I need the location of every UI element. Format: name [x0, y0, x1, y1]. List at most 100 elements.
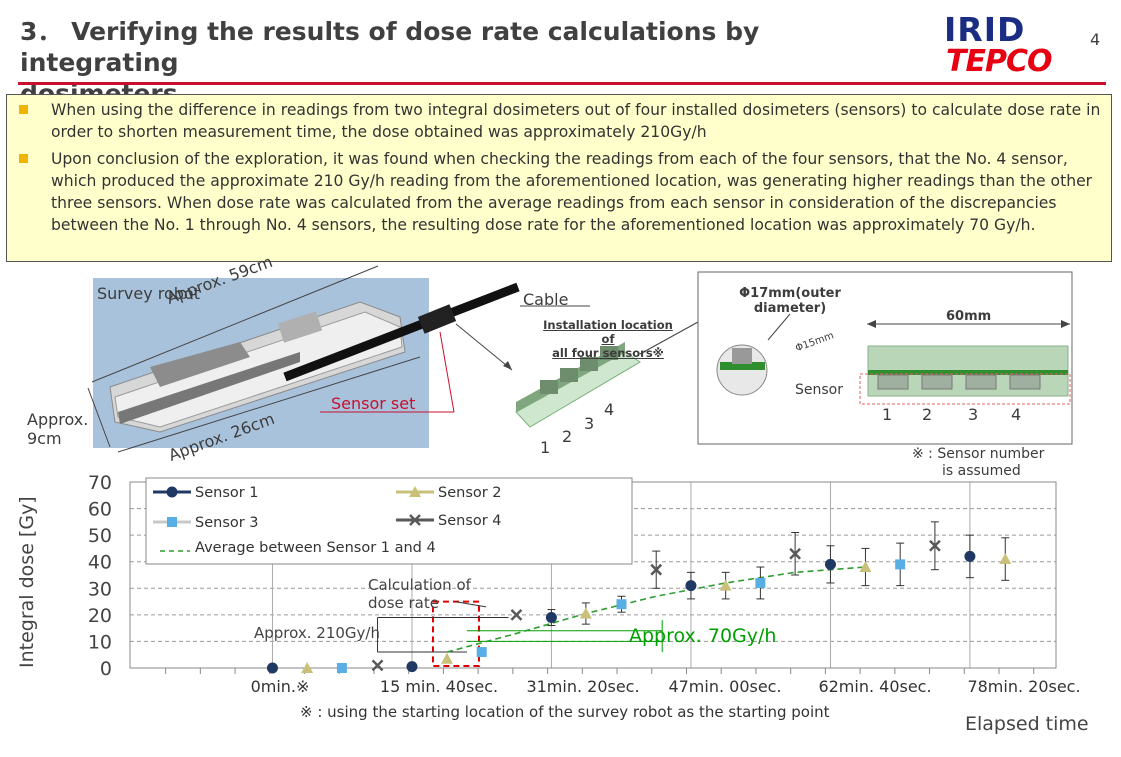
- y-tick-label: 30: [88, 578, 112, 600]
- sensor-label: Sensor: [795, 382, 843, 398]
- approx-210-label: Approx. 210Gy/h: [254, 624, 380, 642]
- y-tick-label: 50: [88, 525, 112, 547]
- robot-figure-svg: [87, 265, 1073, 453]
- length-dimension: [91, 265, 379, 383]
- sensor-note-2: is assumed: [942, 463, 1021, 479]
- point-sensor-3: [336, 663, 347, 673]
- bullet-icon: [19, 105, 28, 114]
- y-tick-label: 70: [88, 472, 112, 494]
- sensor-number-4: 4: [604, 400, 615, 419]
- point-sensor-1: [406, 661, 418, 673]
- point-sensor-1: [685, 580, 697, 592]
- irid-logo: IRID: [944, 10, 1026, 49]
- title-divider: [18, 82, 1106, 85]
- sensor-module: [515, 342, 641, 428]
- point-sensor-2: [440, 652, 453, 664]
- page-number: 4: [1090, 30, 1101, 49]
- x-tick-label: 0min.※: [251, 677, 310, 696]
- height-label-2: 9cm: [27, 429, 62, 448]
- point-sensor-2: [999, 553, 1012, 565]
- detail-sensor-number-3: 3: [968, 405, 979, 424]
- width-dimension: [117, 356, 421, 453]
- cable-line: [283, 282, 520, 382]
- length-60-label: 60mm: [946, 309, 992, 324]
- point-sensor-3: [755, 577, 766, 588]
- legend-label: Sensor 2: [438, 485, 502, 501]
- point-sensor-1: [545, 612, 557, 624]
- sensor-number-3: 3: [584, 414, 595, 433]
- approx-70-label: Approx. 70Gy/h: [629, 625, 776, 647]
- x-tick-label: 47min. 00sec.: [668, 677, 781, 696]
- survey-robot-label: Survey robot: [97, 284, 200, 303]
- average-series: [446, 566, 866, 653]
- detail-sensor-number-1: 1: [882, 405, 893, 424]
- legend-label: Sensor 3: [195, 515, 259, 531]
- point-sensor-3: [616, 599, 627, 610]
- pointer-arrow: [455, 323, 513, 371]
- calc-label-2: dose rate: [368, 594, 439, 612]
- outer-diameter-label: Φ17mm(outer diameter): [739, 286, 841, 316]
- legend-label: Sensor 1: [195, 485, 259, 501]
- robot-body: [109, 301, 406, 433]
- x-tick-label: 78min. 20sec.: [967, 677, 1080, 696]
- chart-footnote: ※ : using the starting location of the s…: [300, 703, 830, 721]
- point-sensor-2: [859, 561, 872, 573]
- install-location-label: Installation location of all four sensor…: [543, 318, 673, 360]
- y-tick-label: 20: [88, 605, 112, 627]
- detail-sensor-number-2: 2: [922, 405, 933, 424]
- point-sensor-1: [824, 558, 836, 570]
- y-axis-label: Integral dose [Gy]: [16, 496, 38, 668]
- title-line-1: 3． Verifying the results of dose rate ca…: [20, 17, 760, 77]
- point-sensor-3: [476, 647, 487, 658]
- point-sensor-4: [510, 608, 523, 621]
- highlight-box: [431, 600, 480, 667]
- point-sensor-4: [929, 539, 941, 552]
- legend-label: Average between Sensor 1 and 4: [195, 540, 436, 556]
- page-title: 3． Verifying the results of dose rate ca…: [20, 16, 920, 109]
- y-tick-label: 40: [88, 552, 112, 574]
- calc-label-1: Calculation of: [368, 576, 472, 594]
- legend-box: [145, 477, 633, 565]
- y-tick-label: 60: [88, 499, 112, 521]
- sensor-number-1: 1: [540, 438, 551, 457]
- x-tick-label: 62min. 40sec.: [818, 677, 931, 696]
- point-sensor-4: [371, 659, 384, 672]
- point-sensor-4: [650, 563, 663, 576]
- point-sensor-2: [719, 579, 732, 591]
- point-sensor-2: [579, 607, 592, 619]
- chart-marks: [266, 521, 1012, 674]
- sensor-set-label: Sensor set: [331, 394, 416, 413]
- sensor-set-box: [417, 304, 457, 334]
- detail-sensor-number-4: 4: [1011, 405, 1022, 424]
- legend-marker: [166, 486, 178, 498]
- notes-box: When using the difference in readings fr…: [6, 94, 1112, 262]
- height-label-1: Approx.: [27, 410, 89, 429]
- sensor-highlight: [859, 373, 1071, 405]
- point-sensor-1: [266, 662, 278, 674]
- legend-marker: [409, 486, 421, 497]
- pointer-line: [454, 601, 487, 608]
- sensor-number-2: 2: [562, 427, 573, 446]
- height-dimension: [87, 387, 111, 448]
- legend-marker: [167, 517, 177, 527]
- average-line: [446, 566, 866, 653]
- point-sensor-4: [789, 547, 802, 560]
- bullet-icon: [19, 154, 28, 163]
- chart-legend: Sensor 1 Sensor 2 Sensor 3 Sensor 4Average …: [145, 477, 633, 565]
- x-tick-label: 31min. 20sec.: [526, 677, 639, 696]
- point-sensor-3: [895, 559, 906, 570]
- x-axis-label: Elapsed time: [965, 713, 1089, 735]
- tepco-logo: TEPCO: [946, 44, 1052, 79]
- y-tick-label: 10: [88, 631, 112, 653]
- sensor-note-1: ※ : Sensor number: [912, 446, 1045, 462]
- note-1: When using the difference in readings fr…: [51, 101, 1101, 141]
- point-sensor-2: [301, 662, 314, 673]
- note-2: Upon conclusion of the exploration, it w…: [51, 150, 1093, 234]
- point-sensor-1: [964, 550, 976, 562]
- x-tick-label: 15 min. 40sec.: [380, 677, 498, 696]
- cable-label: Cable: [523, 290, 569, 309]
- legend-label: Sensor 4: [438, 513, 502, 529]
